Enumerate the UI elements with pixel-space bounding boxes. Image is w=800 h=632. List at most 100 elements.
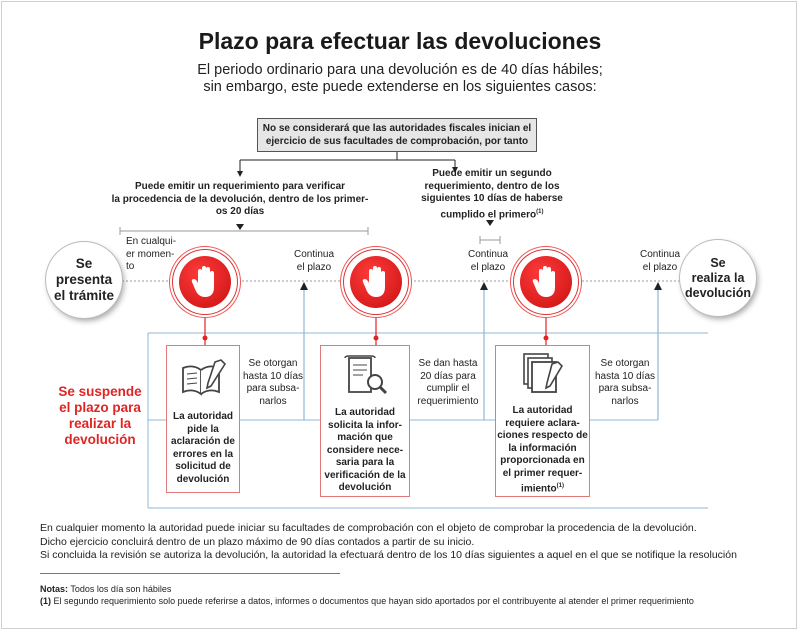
subtitle: El periodo ordinario para una devolución… [150, 62, 650, 96]
any-moment-label: En cualqui- er momen- to [126, 236, 196, 274]
start-circle: Se presenta el trámite [46, 242, 122, 318]
condition-line: No se considerará que las autoridades fi… [262, 123, 532, 134]
card-line: solicitud de [175, 461, 231, 472]
label-line: el plazo [642, 261, 678, 273]
label-line: siguientes 10 días de haberse [421, 193, 563, 204]
clarification-card: La autoridad pide la aclaración de error… [166, 345, 240, 493]
footnote-text: El segundo requerimiento solo puede refe… [51, 596, 694, 606]
page-title: Plazo para efectuar las devoluciones [198, 28, 602, 54]
document-search-icon [321, 354, 409, 401]
subtitle-line: sin embargo, este puede extenderse en lo… [203, 79, 597, 95]
circle-line: Se [710, 255, 726, 270]
footnote-ref: (1) [536, 208, 544, 215]
circle-line: presenta [55, 272, 113, 287]
circle-line: realiza la [691, 270, 745, 285]
card-line: mación que [337, 432, 393, 443]
stop-hand-icon [344, 250, 408, 314]
label-line: realizar la [68, 416, 132, 431]
card-line: imiento(1) [496, 480, 589, 496]
card-line: considere nece- [326, 444, 404, 456]
circle-line: Se [75, 256, 93, 271]
label-line: Se otorgan [248, 358, 298, 369]
card-line: solicita la infor- [328, 419, 402, 431]
card-line: saria para la [335, 457, 395, 468]
label-line: er momen- [126, 248, 175, 260]
label-line: requerimiento, dentro de los [424, 180, 560, 192]
card-text: La autoridad solicita la infor- mación q… [321, 407, 409, 495]
stop-hand-icon [173, 250, 237, 314]
label-line: Continua [467, 249, 509, 260]
card-line: pide la [187, 423, 219, 435]
continue-label-1: Continua el plazo [284, 249, 344, 274]
clarification-request-card: La autoridad requiere aclara- ciones res… [495, 345, 590, 497]
correction-period-label-2: Se otorgan hasta 10 días para subsa- nar… [592, 358, 658, 408]
footnote-line: (1) El segundo requerimiento solo puede … [40, 596, 694, 607]
label-line: requerimiento [417, 395, 479, 407]
card-line: La autoridad [334, 407, 395, 418]
card-line: devolución [176, 473, 230, 485]
condition-box: No se considerará que las autoridades fi… [257, 118, 537, 152]
stop-hand-icon [514, 250, 578, 314]
label-line: Continua [639, 249, 681, 260]
footnote-label: (1) [40, 596, 51, 606]
card-line: La autoridad [172, 411, 233, 422]
second-request-label: Puede emitir un segundo requerimiento, d… [418, 168, 566, 221]
text-line: Si concluida la revisión se autoriza la … [40, 549, 737, 561]
label-line: para subsa- [598, 383, 652, 394]
label-line: el plazo para [59, 400, 141, 415]
label-line: narlos [611, 395, 639, 407]
text-line: Dicho ejercicio concluirá dentro de un p… [40, 535, 475, 548]
notebook-pencil-icon [167, 358, 239, 403]
card-line: errores en la [172, 448, 234, 460]
text-line: En cualquier momento la autoridad puede … [40, 522, 697, 534]
notes-divider [40, 573, 340, 574]
label-line: el plazo [296, 261, 332, 273]
card-line: el primer requer- [502, 467, 583, 479]
card-line: devolución [338, 482, 392, 493]
card-line: verificación de la [324, 469, 406, 481]
compliance-period-label: Se dan hasta 20 días para cumplir el req… [410, 358, 486, 408]
label-line: para subsa- [246, 383, 300, 394]
label-line: Puede emitir un requerimiento para verif… [134, 181, 346, 192]
subtitle-line: El periodo ordinario para una devolución… [197, 62, 603, 78]
first-request-label: Puede emitir un requerimiento para verif… [110, 181, 370, 219]
card-line: requiere aclara- [505, 417, 580, 429]
documents-pencil-icon [496, 352, 589, 401]
label-line: hasta 10 días [242, 370, 304, 382]
card-text-end: imiento [521, 483, 557, 495]
label-line: cumplido el primero(1) [418, 206, 566, 222]
label-line: Puede emitir un segundo [432, 168, 552, 179]
card-line: La autoridad [512, 405, 573, 416]
card-text: La autoridad pide la aclaración de error… [167, 411, 239, 486]
information-request-card: La autoridad solicita la infor- mación q… [320, 345, 410, 497]
label-line: devolución [64, 432, 136, 447]
label-line: la procedencia de la devolución, dentro … [111, 193, 369, 205]
notes-line: Notas: Todos los día son hábiles [40, 584, 171, 595]
card-line: ciones respecto de [497, 430, 588, 441]
correction-period-label: Se otorgan hasta 10 días para subsa- nar… [242, 358, 304, 408]
label-line: Se otorgan [600, 358, 650, 369]
label-line: hasta 10 días [594, 370, 656, 382]
continue-label-3: Continua el plazo [630, 249, 690, 274]
condition-line: ejercicio de sus facultades de comprobac… [265, 136, 529, 147]
label-line: to [126, 261, 135, 272]
end-circle: Se realiza la devolución [680, 240, 756, 316]
label-line: En cualqui- [126, 236, 177, 247]
label-line: Se dan hasta [418, 358, 478, 369]
label-line: cumplir el [426, 383, 470, 394]
suspend-label: Se suspende el plazo para realizar la de… [52, 384, 148, 448]
notes-text: Todos los día son hábiles [68, 584, 172, 594]
label-line: Se suspende [58, 384, 142, 399]
label-line: 20 días para [420, 370, 476, 382]
card-text: La autoridad requiere aclara- ciones res… [496, 405, 589, 496]
notes-label: Notas: [40, 584, 69, 594]
footnote-ref: (1) [556, 483, 564, 489]
label-text: cumplido el primero [440, 208, 537, 220]
label-line: Continua [293, 249, 335, 260]
card-line: proporcionada en [500, 455, 585, 466]
circle-line: el trámite [53, 288, 115, 303]
card-line: aclaración de [171, 436, 235, 447]
continue-label-2: Continua el plazo [458, 249, 518, 274]
explanatory-text: En cualquier momento la autoridad puede … [40, 522, 780, 563]
